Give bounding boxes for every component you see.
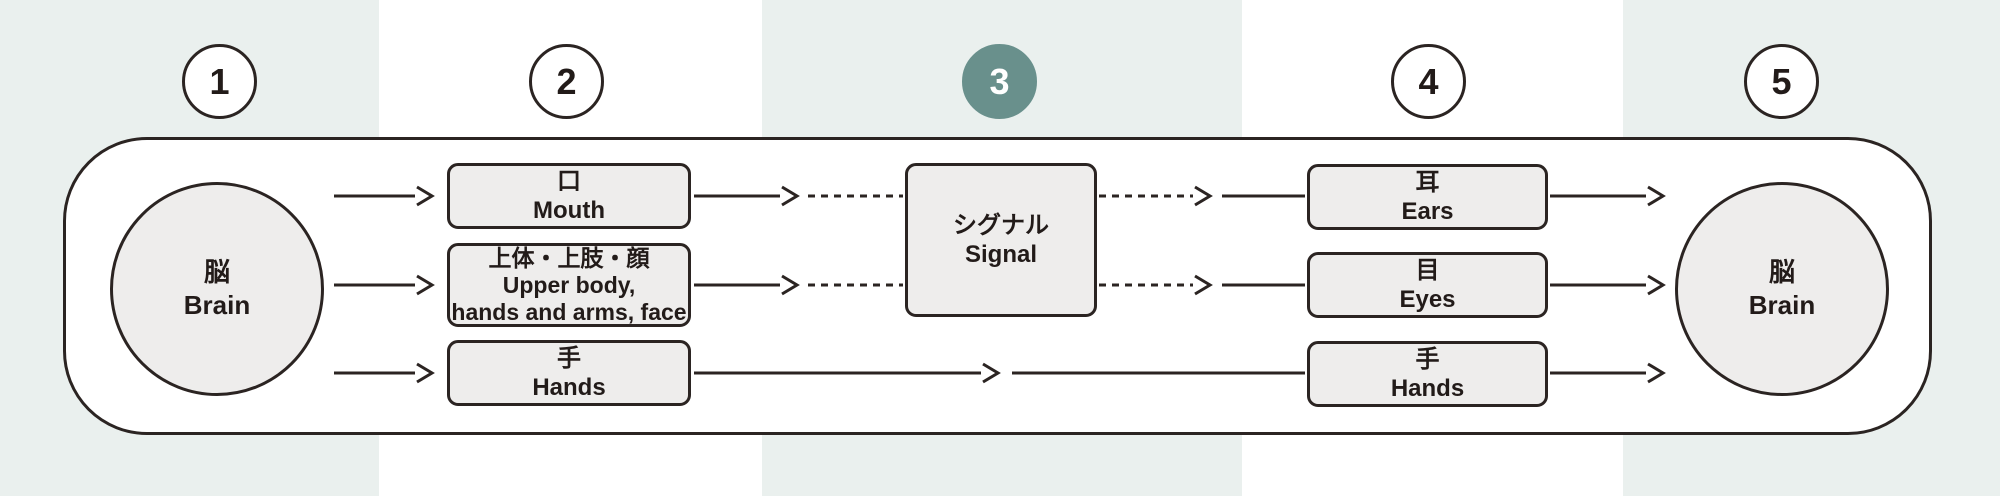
- node-signal: シグナル Signal: [905, 163, 1097, 317]
- mouth-label-en: Mouth: [533, 197, 605, 224]
- brain-left-label-en: Brain: [183, 290, 251, 320]
- ears-label-en: Ears: [1401, 198, 1454, 225]
- upper-body-label-en-line2: hands and arms, face: [451, 298, 687, 325]
- brain-left-label-ja: 脳: [203, 257, 230, 287]
- step-circle-5: 5: [1744, 44, 1819, 119]
- step-circle-2: 2: [529, 44, 604, 119]
- ears-label-ja: 耳: [1415, 169, 1440, 196]
- node-eyes: 目 Eyes: [1307, 252, 1548, 318]
- eyes-label-en: Eyes: [1399, 286, 1456, 313]
- node-mouth: 口 Mouth: [447, 163, 691, 229]
- step-1-label: 1: [209, 60, 230, 102]
- step-2-label: 2: [556, 60, 577, 102]
- eyes-label-ja: 目: [1415, 257, 1440, 284]
- hands-right-label-ja: 手: [1415, 346, 1440, 373]
- step-4-label: 4: [1418, 60, 1439, 102]
- hands-right-label-en: Hands: [1390, 375, 1465, 402]
- upper-body-label-en-line1: Upper body,: [502, 271, 636, 298]
- hands-left-label-ja: 手: [557, 345, 581, 372]
- node-hands-left: 手 Hands: [447, 340, 691, 406]
- step-circle-3-active: 3: [962, 44, 1037, 119]
- node-hands-right: 手 Hands: [1307, 341, 1548, 407]
- mouth-label-ja: 口: [557, 168, 581, 195]
- hands-left-label-en: Hands: [532, 374, 606, 401]
- brain-right-label-ja: 脳: [1768, 257, 1795, 287]
- node-ears: 耳 Ears: [1307, 164, 1548, 230]
- upper-body-label-ja: 上体・上肢・顔: [488, 244, 650, 271]
- node-brain-right: 脳 Brain: [1675, 182, 1889, 396]
- signal-label-ja: シグナル: [953, 212, 1049, 239]
- step-circle-1: 1: [182, 44, 257, 119]
- signal-label-en: Signal: [964, 241, 1037, 268]
- step-circle-4: 4: [1391, 44, 1466, 119]
- brain-right-label-en: Brain: [1748, 290, 1816, 320]
- node-upper-body: 上体・上肢・顔 Upper body, hands and arms, face: [447, 243, 691, 327]
- step-3-label: 3: [989, 60, 1010, 102]
- step-5-label: 5: [1771, 60, 1792, 102]
- node-brain-left: 脳 Brain: [110, 182, 324, 396]
